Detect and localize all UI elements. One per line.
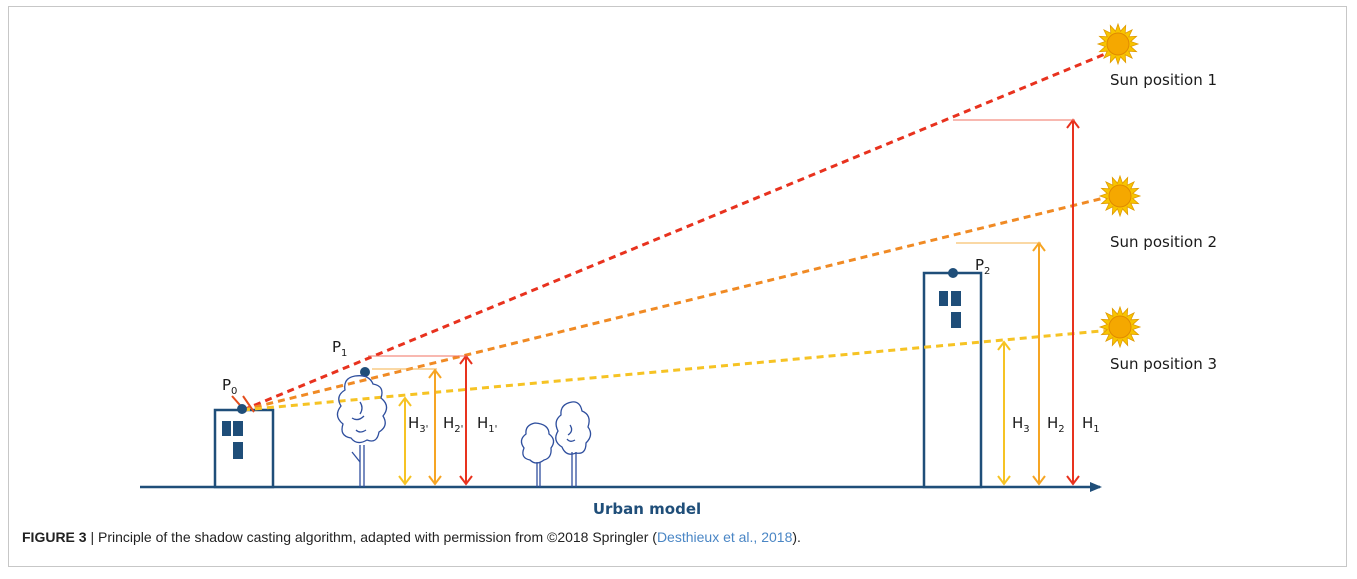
label-h1prime: H1' [477, 414, 497, 435]
height-h2prime-arrow [428, 368, 442, 486]
label-h1: H1 [1082, 414, 1100, 435]
label-h2: H2 [1047, 414, 1065, 435]
point-p0 [237, 404, 247, 414]
sun-2-icon [1098, 174, 1142, 218]
p0-tick-2 [242, 395, 255, 413]
tree-small-1 [520, 422, 555, 487]
label-sun-3: Sun position 3 [1110, 355, 1217, 373]
point-p2 [948, 268, 958, 278]
label-h3: H3 [1012, 414, 1030, 435]
caption-end: ). [792, 529, 801, 545]
height-h3-arrow [997, 340, 1011, 486]
figure-frame [8, 6, 1347, 567]
figure-caption: FIGURE 3 | Principle of the shadow casti… [22, 529, 801, 545]
caption-citation-link[interactable]: Desthieux et al., 2018 [656, 529, 793, 545]
sun-1-icon [1096, 22, 1140, 66]
point-p1 [360, 367, 370, 377]
height-h1-arrow [1066, 118, 1080, 486]
tree-small-2 [555, 401, 592, 487]
tree-large [336, 375, 388, 487]
label-h3prime: H3' [408, 414, 428, 435]
sun-3-icon [1098, 305, 1142, 349]
label-sun-2: Sun position 2 [1110, 233, 1217, 251]
label-sun-1: Sun position 1 [1110, 71, 1217, 89]
label-p1: P1 [332, 338, 347, 359]
height-h3prime-arrow [398, 396, 412, 486]
figure-number: FIGURE 3 [22, 529, 87, 545]
height-h1prime-arrow [459, 354, 473, 486]
axis-label: Urban model [593, 500, 701, 518]
ray-sun-2 [242, 194, 1113, 412]
label-p2: P2 [975, 256, 990, 277]
caption-text: Principle of the shadow casting algorith… [98, 529, 657, 545]
shadow-casting-diagram: P0 P1 P2 H3' H2' H1' H3 H2 H1 Sun positi… [140, 22, 1217, 518]
label-p0: P0 [222, 376, 237, 397]
building-left [213, 408, 275, 489]
ray-sun-3 [242, 328, 1113, 412]
height-h2-arrow [1032, 241, 1046, 486]
building-right [922, 271, 983, 489]
ray-sun-1 [242, 50, 1111, 412]
label-h2prime: H2' [443, 414, 463, 435]
caption-separator: | [86, 529, 98, 545]
